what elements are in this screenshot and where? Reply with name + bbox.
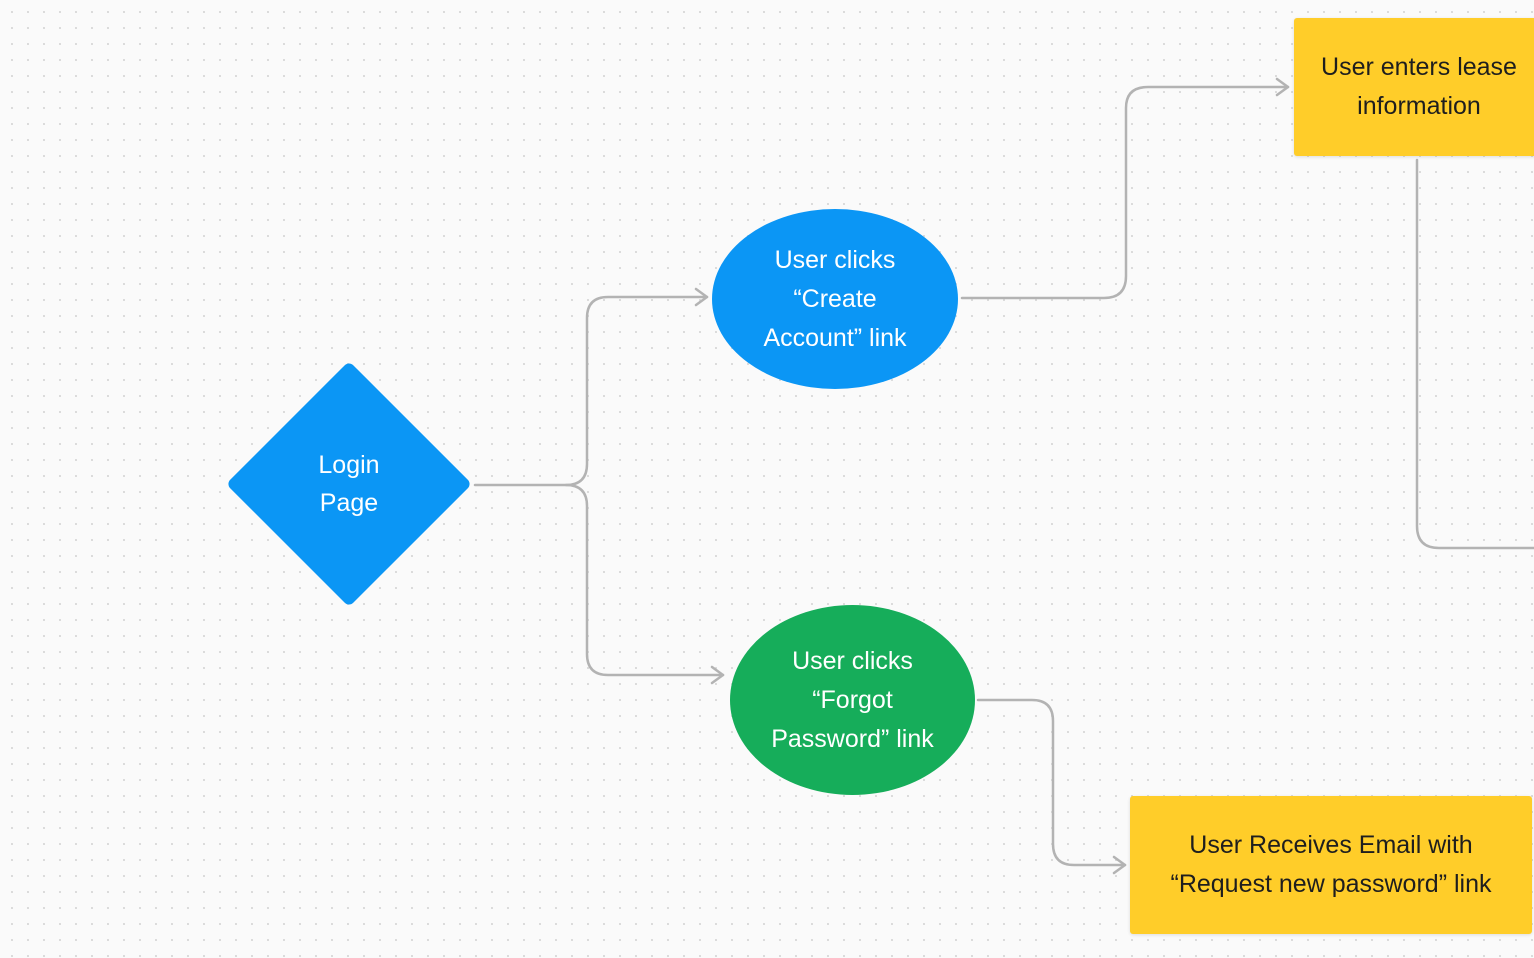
forgot-password-label: User clicks “Forgot Password” link — [771, 646, 934, 753]
connector-create-account-to-lease[interactable] — [960, 85, 1290, 300]
arrowhead-create-account — [694, 287, 709, 307]
arrowhead-forgot-password — [710, 665, 725, 685]
forgot-password-node[interactable]: User clicks “Forgot Password” link — [730, 605, 975, 795]
login-page-label: Login Page — [318, 451, 380, 517]
connector-forgot-password-to-email[interactable] — [976, 698, 1127, 867]
receives-email-label: User Receives Email with “Request new pa… — [1170, 831, 1492, 898]
create-account-node[interactable]: User clicks “Create Account” link — [712, 209, 958, 389]
connector-login-to-create-account[interactable] — [473, 295, 709, 487]
create-account-label: User clicks “Create Account” link — [763, 245, 907, 352]
arrowhead-lease — [1275, 77, 1290, 97]
lease-info-label: User enters lease information — [1321, 53, 1517, 120]
receives-email-sticky-note[interactable]: User Receives Email with “Request new pa… — [1130, 796, 1532, 934]
connector-lease-to-offscreen[interactable] — [1415, 158, 1534, 550]
lease-info-sticky-note[interactable]: User enters lease information — [1294, 18, 1534, 156]
arrowhead-email — [1112, 855, 1127, 875]
connector-login-to-forgot-password[interactable] — [564, 483, 725, 677]
